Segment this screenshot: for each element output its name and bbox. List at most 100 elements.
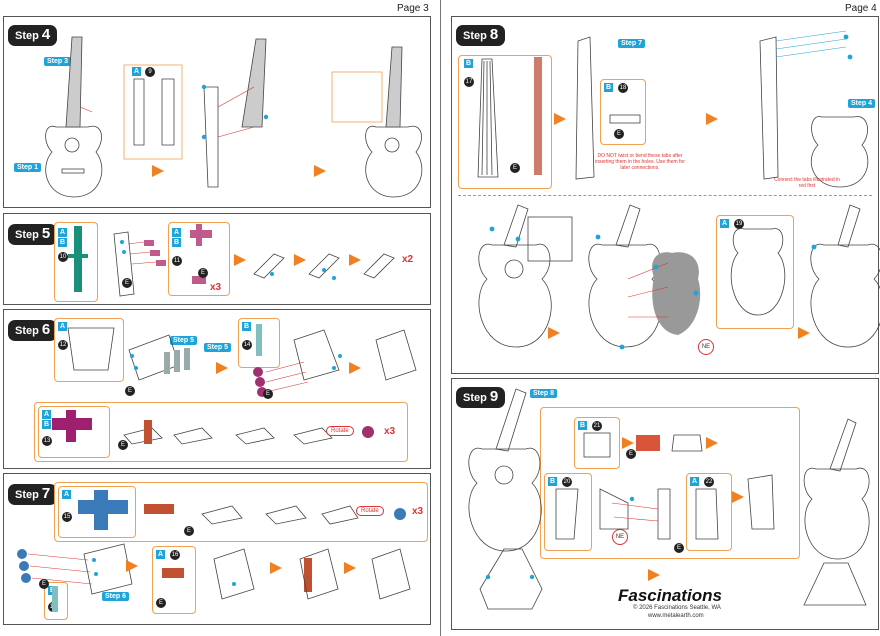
step-5-tag: Step 5: [170, 336, 198, 345]
arrow-icon: [126, 560, 138, 572]
step-3-tag: Step 3: [44, 57, 72, 66]
page-number-right: Page 4: [845, 3, 877, 14]
piece-21-number: 21: [592, 421, 602, 431]
quantity-x3: x3: [412, 506, 424, 517]
arrow-icon: [554, 113, 566, 125]
connect-tabs-note: Connect the tabs illustrated in red firs…: [774, 177, 840, 189]
e-marker: E: [626, 449, 636, 459]
piece-11-number: 11: [172, 256, 182, 266]
sheet-b-label: B: [464, 59, 473, 68]
piece-12-number: 12: [58, 340, 68, 350]
e-marker: E: [263, 389, 273, 399]
sheet-a-label: A: [720, 219, 729, 228]
website-text: www.metalearth.com: [648, 613, 704, 619]
piece-10-number: 10: [58, 252, 68, 262]
step-4-tag: Step 4: [848, 99, 876, 108]
sheet-a-label: A: [42, 410, 51, 419]
arrow-icon: [314, 165, 326, 177]
arrow-icon: [706, 437, 718, 449]
piece-19-box: [716, 215, 794, 329]
piece-18-number: 18: [618, 83, 628, 93]
e-marker: E: [184, 526, 194, 536]
arrow-icon: [294, 254, 306, 266]
arrow-icon: [622, 437, 634, 449]
piece-17-number: 17: [464, 77, 474, 87]
step-8-tag: Step 8: [530, 389, 558, 398]
arrow-icon: [548, 327, 560, 339]
arrow-icon: [706, 113, 718, 125]
piece-13-number: 13: [42, 436, 52, 446]
arrow-icon: [152, 165, 164, 177]
arrow-icon: [349, 362, 361, 374]
rotate-label: Rotate: [326, 426, 354, 436]
sheet-b-label: B: [58, 238, 67, 247]
arrow-icon: [344, 562, 356, 574]
e-marker: E: [198, 268, 208, 278]
sheet-a-label: A: [172, 228, 181, 237]
piece-15-number: 15: [62, 512, 72, 522]
sheet-a-label: A: [132, 67, 141, 76]
piece-20-number: 20: [562, 477, 572, 487]
step-7-tag: Step 7: [618, 39, 646, 48]
sheet-a-label: A: [62, 490, 71, 499]
piece-16-number: 16: [170, 550, 180, 560]
section-divider: [458, 195, 872, 196]
e-marker: E: [674, 543, 684, 553]
e-marker: E: [122, 278, 132, 288]
step-5-tag: Step 5: [204, 343, 232, 352]
sheet-b-label: B: [242, 322, 251, 331]
sheet-a-label: A: [58, 228, 67, 237]
step-8-illustration: [477, 30, 880, 350]
quantity-x3: x3: [210, 282, 222, 293]
sheet-b-label: B: [548, 477, 557, 486]
step-9-illustration: [468, 388, 870, 610]
sheet-b-label: B: [42, 420, 51, 429]
warning-note: DO NOT twist or bend these tabs after in…: [595, 153, 685, 171]
arrow-icon: [732, 491, 744, 503]
sheet-b-label: B: [172, 238, 181, 247]
piece-14-number: 14: [242, 340, 252, 350]
arrow-icon: [234, 254, 246, 266]
step-6-tag: Step 6: [102, 592, 130, 601]
ne-marker: NE: [612, 529, 628, 545]
e-marker: E: [125, 386, 135, 396]
arrow-icon: [648, 569, 660, 581]
quantity-x3: x3: [384, 426, 396, 437]
piece-22-number: 22: [704, 477, 714, 487]
piece-19-number: 19: [734, 219, 744, 229]
step-7-illustration: [17, 490, 411, 612]
arrow-icon: [216, 362, 228, 374]
brand-logo: Fascinations: [618, 586, 722, 605]
quantity-x2: x2: [402, 254, 414, 265]
ne-marker: NE: [698, 339, 714, 355]
e-marker: E: [156, 598, 166, 608]
page-number-left: Page 3: [397, 3, 429, 14]
step-1-tag: Step 1: [14, 163, 42, 172]
step-6-illustration: [52, 324, 417, 445]
sheet-b-label: B: [604, 83, 613, 92]
sheet-b-label: B: [578, 421, 587, 430]
sheet-a-label: A: [58, 322, 67, 331]
copyright-text: © 2026 Fascinations Seattle, WA: [633, 605, 721, 611]
step-4-illustration: [45, 36, 423, 198]
e-marker: E: [39, 579, 49, 589]
arrow-icon: [270, 562, 282, 574]
sheet-a-label: A: [690, 477, 699, 486]
arrow-icon: [798, 327, 810, 339]
arrow-icon: [349, 254, 361, 266]
page-divider: [440, 0, 441, 636]
rotate-label: Rotate: [356, 506, 384, 516]
step-5-illustration: [68, 224, 395, 297]
